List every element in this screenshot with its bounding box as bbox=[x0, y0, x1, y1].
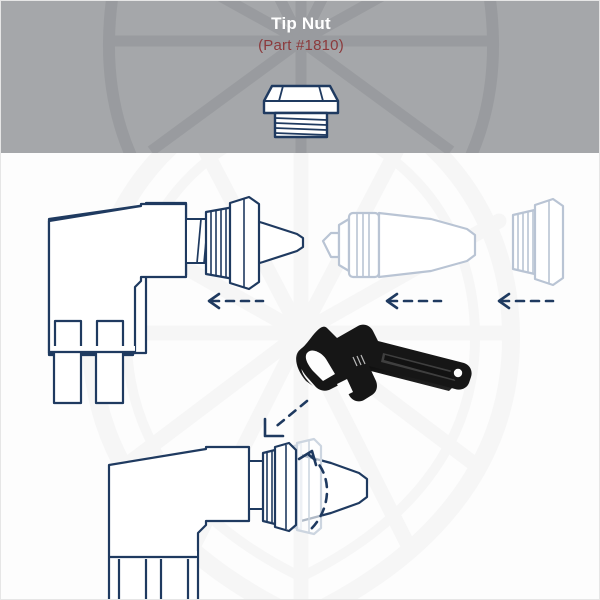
part-number-label: (Part #1810) bbox=[258, 37, 344, 54]
wrench-tightening-row bbox=[107, 324, 472, 599]
page-title: Tip Nut bbox=[271, 14, 331, 33]
wrench-placement-arrow bbox=[263, 399, 309, 438]
wrench-worm-knurl bbox=[352, 354, 366, 367]
adjustable-wrench bbox=[296, 324, 472, 402]
tip-nut-lower-lines bbox=[266, 445, 287, 529]
tip-nozzle-ghost-detail bbox=[356, 213, 380, 277]
tip-nozzle-ghost bbox=[321, 211, 477, 279]
torch-prongs-lower bbox=[117, 555, 190, 599]
tip-nut-ghost bbox=[511, 197, 565, 287]
header-text-block: Tip Nut (Part #1810) bbox=[1, 13, 599, 56]
tip-nut-installed bbox=[204, 195, 261, 291]
torch-body-outline bbox=[47, 202, 188, 355]
torch-prongs bbox=[52, 349, 125, 405]
assembly-arrow-1 bbox=[207, 292, 265, 310]
header-bar: Tip Nut (Part #1810) bbox=[1, 1, 599, 153]
rotation-arrow bbox=[297, 449, 329, 533]
hex-tip-nut-icon bbox=[262, 84, 340, 139]
tip-nut-thread-lines bbox=[210, 208, 227, 278]
tip-nut-lower bbox=[261, 441, 298, 533]
diagram-area bbox=[1, 153, 599, 599]
exploded-assembly-row bbox=[47, 195, 565, 405]
assembly-arrow-3 bbox=[497, 292, 555, 310]
assembly-diagram bbox=[47, 195, 565, 599]
tip-nut-ghost-threads bbox=[517, 201, 550, 283]
assembly-arrow-2 bbox=[385, 292, 443, 310]
